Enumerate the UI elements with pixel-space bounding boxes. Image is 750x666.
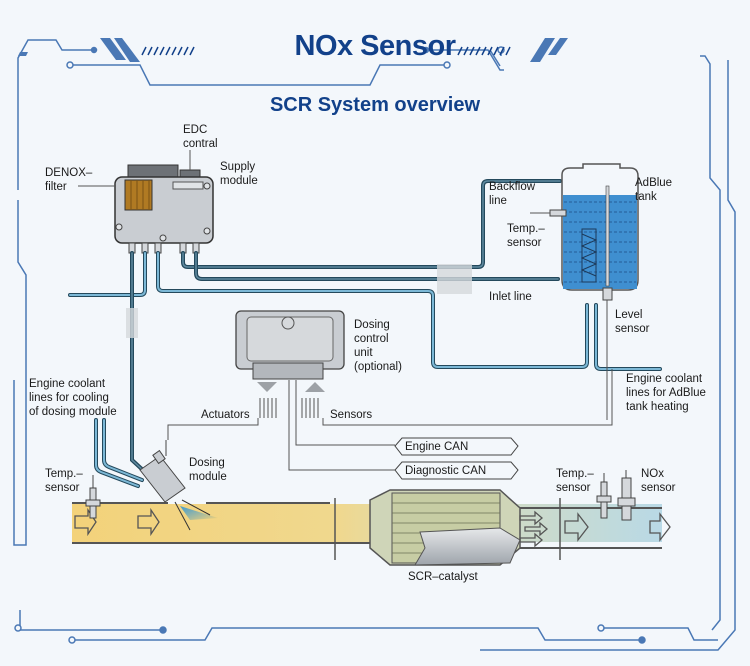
dosing-module-body bbox=[139, 440, 186, 503]
header-hatching bbox=[141, 46, 511, 56]
adblue-tank bbox=[530, 163, 639, 420]
label-inlet-line: Inlet line bbox=[489, 291, 532, 303]
label-scr-catalyst: SCR–catalyst bbox=[408, 571, 478, 583]
fluid-lines bbox=[68, 179, 662, 488]
label-supply-module: Supply module bbox=[220, 161, 258, 187]
label-actuators: Actuators bbox=[201, 409, 250, 421]
header-stripes bbox=[18, 38, 568, 62]
label-level-sensor: Level sensor bbox=[615, 309, 650, 335]
supply-module bbox=[114, 164, 214, 254]
nox-sensor bbox=[617, 470, 636, 521]
page-subtitle: SCR System overview bbox=[269, 94, 481, 116]
label-dosing-control-unit: Dosing control unit (optional) bbox=[354, 319, 402, 373]
label-dosing-module: Dosing module bbox=[189, 457, 227, 483]
label-adblue-tank: AdBlue tank bbox=[635, 177, 673, 203]
label-edc: EDC contral bbox=[183, 124, 218, 150]
label-coolant-tank: Engine coolant lines for AdBlue tank hea… bbox=[626, 373, 706, 413]
temp-sensor-right bbox=[596, 473, 612, 519]
label-denox-filter: DENOX– filter bbox=[45, 167, 93, 193]
can-tags bbox=[394, 437, 519, 480]
leader-lines bbox=[78, 150, 191, 187]
label-engine-can: Engine CAN bbox=[405, 441, 469, 453]
dosing-control-unit bbox=[167, 310, 613, 471]
label-temp-sensor-right: Temp.– sensor bbox=[556, 468, 594, 494]
label-backflow-line: Backflow line bbox=[489, 181, 536, 207]
label-nox-sensor: NOx sensor bbox=[641, 468, 676, 494]
exhaust-pipe bbox=[72, 489, 671, 566]
page-title: NOx Sensor bbox=[294, 30, 457, 62]
frame-decoration bbox=[13, 39, 736, 651]
label-temp-sensor-tank: Temp.– sensor bbox=[507, 223, 545, 249]
temp-sensor-left bbox=[85, 475, 101, 519]
label-sensors: Sensors bbox=[330, 409, 373, 421]
line-connector bbox=[126, 264, 472, 338]
label-temp-sensor-left: Temp.– sensor bbox=[45, 468, 83, 494]
label-coolant-dosing: Engine coolant lines for cooling of dosi… bbox=[29, 378, 117, 418]
label-diagnostic-can: Diagnostic CAN bbox=[405, 465, 487, 477]
